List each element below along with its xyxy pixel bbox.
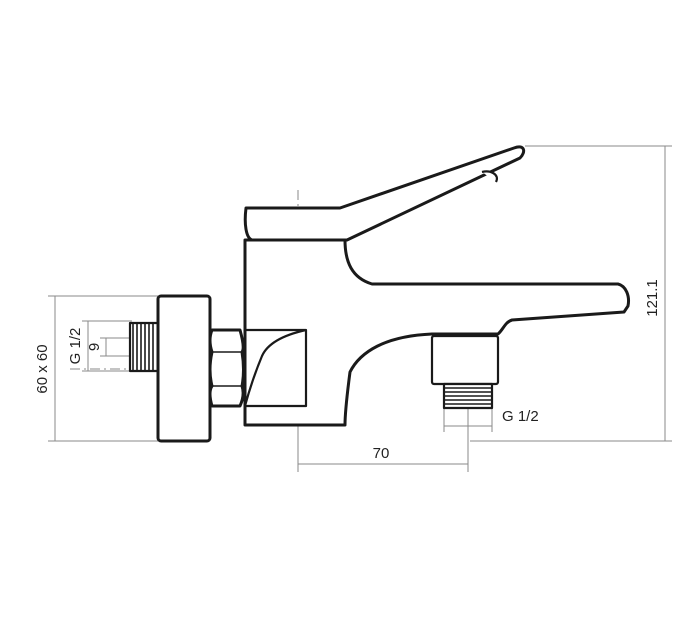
body-inlet-recess [243, 328, 308, 408]
reach-dimension-label: 70 [373, 445, 390, 462]
hex-nut [208, 328, 245, 408]
inlet-thread-label: G 1/2 [67, 328, 84, 365]
dimension-lines [48, 145, 672, 472]
inlet-thread [128, 321, 160, 373]
wall-plate [156, 294, 212, 443]
spout-outlet-housing [430, 334, 500, 386]
lever-handle [243, 145, 526, 242]
mixer-body [243, 238, 630, 427]
height-dimension-label: 121.1 [644, 279, 661, 317]
wall-plate-dimension-label: 60 x 60 [34, 344, 51, 393]
outlet-thread [442, 382, 494, 410]
inlet-length-label: 9 [86, 343, 103, 351]
lever-grip [481, 170, 498, 183]
outlet-thread-label: G 1/2 [502, 408, 539, 425]
